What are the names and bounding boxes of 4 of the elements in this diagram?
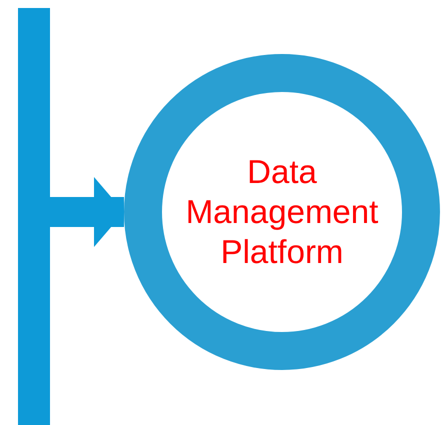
block-arrow — [50, 177, 124, 247]
node-label: Data Management Platform — [184, 152, 380, 272]
vertical-bar — [18, 8, 50, 425]
ring — [124, 54, 440, 370]
